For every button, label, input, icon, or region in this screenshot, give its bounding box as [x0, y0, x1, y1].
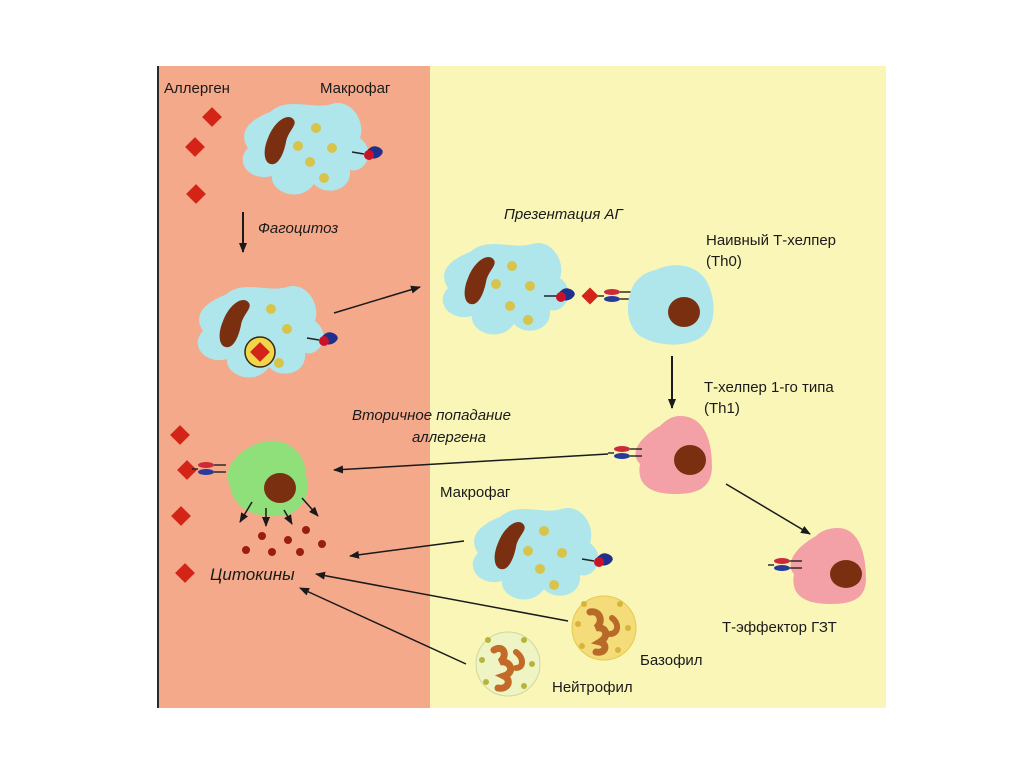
label-naive-th-2: (Th0)	[706, 253, 742, 270]
label-cytokines: Цитокины	[210, 565, 295, 584]
macrophage-presenting	[442, 242, 633, 335]
basophil	[571, 595, 637, 661]
arrow-to-effector	[725, 483, 811, 535]
arrows-to-cytokines	[299, 540, 569, 665]
label-naive-th-1: Наивный Т-хелпер	[706, 232, 836, 249]
green-cell	[191, 440, 308, 517]
macrophage-1	[242, 102, 383, 195]
neutrophil	[475, 631, 541, 697]
macrophage-2	[197, 285, 338, 378]
label-th1-2: (Th1)	[704, 400, 740, 417]
cytokine-dots	[242, 526, 326, 556]
macrophage-4	[472, 507, 613, 600]
label-macrophage-top: Макрофаг	[320, 80, 391, 97]
label-neutrophil: Нейтрофил	[552, 679, 633, 696]
label-secondary-2: аллергена	[412, 429, 486, 446]
label-secondary-1: Вторичное попадание	[352, 407, 511, 424]
label-th1-1: Т-хелпер 1-го типа	[704, 379, 834, 396]
label-t-effector: Т-эффектор ГЗТ	[722, 619, 837, 636]
arrow-to-presentation	[333, 285, 421, 314]
t-effector-cell	[767, 528, 866, 604]
label-allergen: Аллерген	[164, 80, 230, 97]
label-basophil: Базофил	[640, 652, 703, 669]
th1-cell	[607, 416, 712, 494]
label-phagocytosis: Фагоцитоз	[258, 220, 338, 237]
label-ag-presentation: Презентация АГ	[504, 206, 625, 223]
arrow-secondary	[333, 453, 609, 474]
cytokine-release-arrows	[239, 497, 319, 527]
naive-t-helper	[627, 265, 714, 345]
label-macrophage-bottom: Макрофаг	[440, 484, 511, 501]
